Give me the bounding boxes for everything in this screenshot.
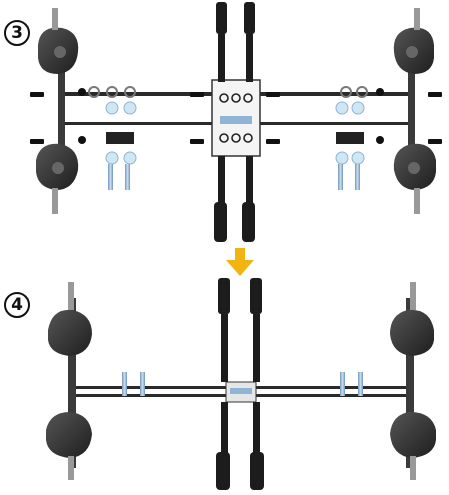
left-frame: [58, 60, 65, 172]
left-top-clamp: [38, 8, 79, 74]
assembled-left-bottom-clamp: [46, 412, 92, 480]
step-3-badge: 3: [4, 20, 30, 46]
assembled-left-top-clamp: [48, 282, 92, 356]
right-frame: [408, 60, 415, 172]
assembled-right-bottom-clamp: [390, 412, 436, 480]
center-bracket: [211, 79, 261, 157]
bottom-straps-step3: [214, 156, 255, 242]
bottom-straps-step4: [216, 402, 264, 490]
down-arrow-icon: [226, 248, 254, 276]
step-4-assembled-view: [46, 278, 436, 490]
nuts-washers-left: [78, 86, 137, 165]
left-bottom-clamp: [36, 143, 79, 214]
assembled-right-frame: [406, 298, 414, 468]
assembled-center-bracket: [225, 381, 257, 403]
top-straps-step4: [218, 278, 262, 382]
assembled-right-top-clamp: [390, 282, 434, 356]
step-3-exploded-view: [30, 2, 442, 242]
right-top-clamp: [393, 8, 434, 74]
blue-bolts-step4: [122, 372, 363, 396]
step-4-badge: 4: [4, 292, 30, 318]
nuts-washers-right: [335, 86, 384, 165]
right-bottom-clamp: [393, 143, 436, 214]
loose-screws: [30, 92, 442, 144]
assembled-left-frame: [68, 298, 76, 468]
blue-bolts-step3: [108, 164, 360, 190]
top-straps-step3: [216, 2, 255, 82]
